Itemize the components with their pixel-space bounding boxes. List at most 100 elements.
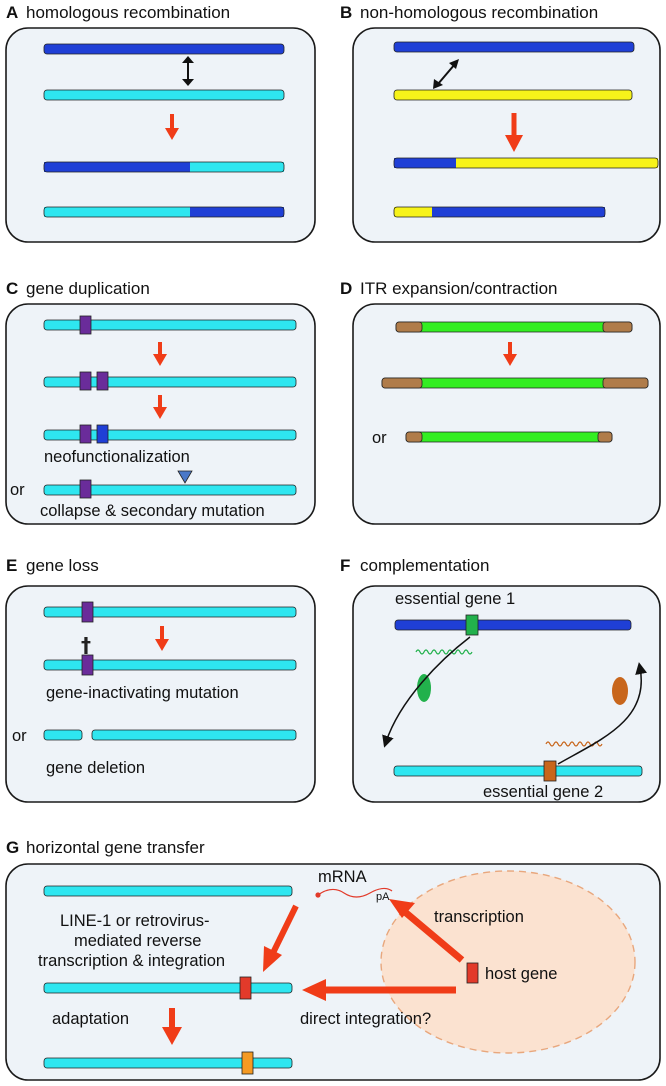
panel-d-box bbox=[352, 303, 661, 525]
down-arrow-icon bbox=[503, 342, 517, 366]
label-neofunctionalization: neofunctionalization bbox=[44, 448, 190, 466]
panel-a-box bbox=[5, 27, 316, 243]
recombinant-chromosome-long bbox=[393, 157, 659, 169]
itr-left-expanded bbox=[381, 377, 423, 389]
itr-right-contracted bbox=[597, 431, 613, 443]
panel-f-box bbox=[352, 585, 661, 803]
label-adaptation: adaptation bbox=[52, 1010, 129, 1028]
label-line1-1: LINE-1 or retrovirus- bbox=[60, 912, 209, 930]
panel-g-title: horizontal gene transfer bbox=[26, 838, 205, 857]
adapted-gene-orange bbox=[241, 1051, 254, 1075]
recombinant-chromosome-2 bbox=[43, 206, 285, 218]
arrow-transcription-icon bbox=[389, 899, 465, 963]
itr-right-expanded bbox=[602, 377, 649, 389]
down-arrow-icon bbox=[155, 626, 169, 651]
essential-gene-2-brown bbox=[543, 760, 557, 782]
transcript-wave-green bbox=[415, 649, 473, 655]
panel-d-title: ITR expansion/contraction bbox=[360, 279, 558, 298]
panel-b: B non-homologous recombination bbox=[340, 3, 661, 243]
panel-b-letter: B bbox=[340, 3, 352, 22]
label-or: or bbox=[372, 429, 387, 447]
itr-right bbox=[602, 321, 633, 333]
chromosome-yellow bbox=[393, 89, 633, 101]
panel-e-letter: E bbox=[6, 556, 17, 575]
recombinant-segment-blue-2 bbox=[190, 207, 284, 217]
down-arrow-icon bbox=[153, 395, 167, 419]
chromosome-green bbox=[395, 321, 633, 333]
panel-a-chromosomes bbox=[43, 43, 285, 218]
itr-left bbox=[395, 321, 423, 333]
label-host-gene: host gene bbox=[485, 965, 557, 983]
chromosome-cyan bbox=[43, 484, 297, 496]
panel-a-title: homologous recombination bbox=[26, 3, 230, 22]
down-arrow-icon bbox=[165, 114, 179, 140]
chromosome-cyan-right bbox=[91, 729, 297, 741]
host-cell bbox=[380, 870, 636, 1054]
panel-c: C gene duplication neofunctionalization … bbox=[5, 279, 316, 525]
label-or: or bbox=[10, 481, 25, 499]
panel-g: G horizontal gene transfer LINE-1 or ret… bbox=[5, 838, 661, 1081]
chromosome-cyan bbox=[43, 1057, 293, 1069]
panel-c-title: gene duplication bbox=[26, 279, 150, 298]
essential-gene-1-green bbox=[465, 614, 479, 636]
label-gene-inactivating-mutation: gene-inactivating mutation bbox=[46, 684, 239, 702]
chromosome-blue bbox=[393, 41, 635, 53]
recombinant-segment-yellow bbox=[456, 158, 658, 168]
panel-d-letter: D bbox=[340, 279, 352, 298]
recombinant-segment-blue bbox=[44, 162, 190, 172]
chromosome-cyan bbox=[43, 89, 285, 101]
gene-purple-inactivated bbox=[81, 654, 94, 676]
chromosome-cyan bbox=[43, 982, 293, 994]
complement-arrow-left bbox=[382, 636, 471, 748]
label-transcription: transcription bbox=[434, 908, 524, 926]
recombinant-segment-cyan bbox=[190, 162, 284, 172]
label-collapse: collapse & secondary mutation bbox=[40, 502, 265, 520]
gene-purple-duplicate bbox=[96, 371, 109, 391]
panel-e-box bbox=[5, 585, 316, 803]
chromosome-cyan bbox=[43, 885, 293, 897]
panel-e-title: gene loss bbox=[26, 556, 99, 575]
down-arrow-icon bbox=[153, 342, 167, 366]
chromosome-cyan bbox=[393, 765, 643, 777]
panel-c-letter: C bbox=[6, 279, 18, 298]
label-essential-gene-2: essential gene 2 bbox=[483, 783, 603, 801]
gene-neofunctional-blue bbox=[96, 424, 109, 444]
mrna-strand bbox=[317, 887, 393, 898]
recombinant-segment-blue-2 bbox=[432, 207, 605, 217]
double-headed-arrow-icon bbox=[182, 56, 194, 86]
chromosome-blue bbox=[43, 43, 285, 55]
gene-purple bbox=[81, 601, 94, 623]
host-gene-red bbox=[466, 962, 479, 984]
chromosome-green bbox=[405, 431, 613, 443]
recombinant-chromosome-short bbox=[393, 206, 606, 218]
label-essential-gene-1: essential gene 1 bbox=[395, 590, 515, 608]
label-line1-2: mediated reverse bbox=[74, 932, 201, 950]
label-direct-integration: direct integration? bbox=[300, 1010, 431, 1028]
itr-left-contracted bbox=[405, 431, 423, 443]
protein-brown bbox=[612, 677, 628, 705]
protein-green bbox=[417, 674, 431, 702]
chromosome-cyan-left bbox=[43, 729, 83, 741]
panel-a: A homologous recombination bbox=[5, 3, 316, 243]
panel-f-letter: F bbox=[340, 556, 350, 575]
panel-f-title: complementation bbox=[360, 556, 489, 575]
dagger-icon: † bbox=[81, 633, 91, 657]
complement-arrow-right bbox=[557, 662, 648, 765]
recombinant-chromosome-1 bbox=[43, 161, 285, 173]
arrow-reverse-transcription-icon bbox=[263, 904, 299, 972]
label-gene-deletion: gene deletion bbox=[46, 759, 145, 777]
recombinant-segment-blue bbox=[394, 158, 456, 168]
chromosome-blue bbox=[394, 619, 632, 631]
chromosome-cyan bbox=[43, 606, 297, 618]
chromosome-cyan bbox=[43, 319, 297, 331]
gene-purple bbox=[79, 424, 92, 444]
integrated-gene-red bbox=[239, 976, 252, 1000]
panel-b-title: non-homologous recombination bbox=[360, 3, 598, 22]
label-or: or bbox=[12, 727, 27, 745]
double-headed-arrow-icon bbox=[433, 59, 459, 89]
label-line1-3: transcription & integration bbox=[38, 952, 225, 970]
gene-purple bbox=[79, 371, 92, 391]
arrow-direct-integration-icon bbox=[302, 979, 456, 1001]
label-pa: pA bbox=[376, 891, 390, 903]
